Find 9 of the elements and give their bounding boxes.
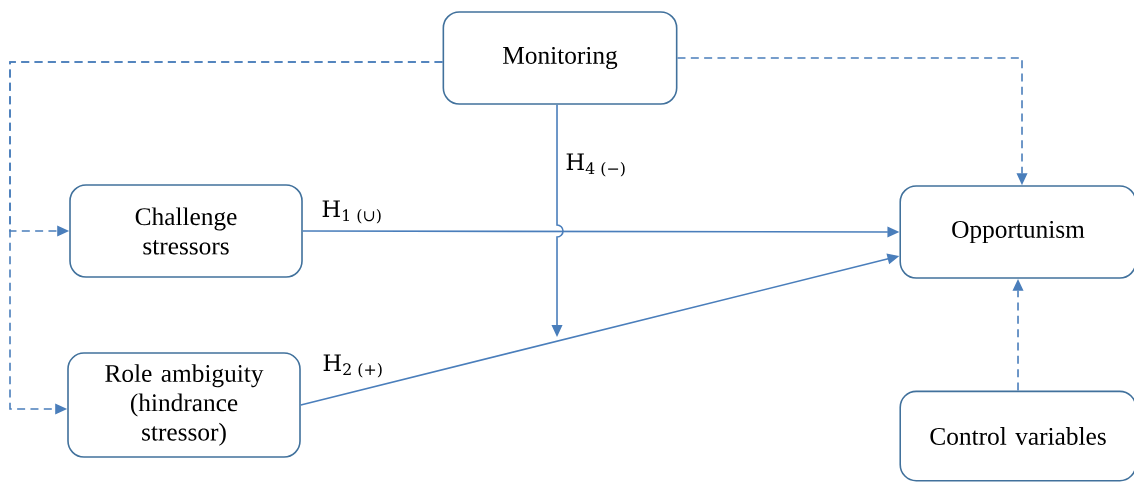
edge-label: H$_{1 (∪)}$ bbox=[320, 199, 384, 225]
rounded-box: Control variables bbox=[899, 390, 1134, 482]
edge-label: H$_{2 (+)}$ bbox=[321, 353, 385, 379]
edge-label: H$_{4 (−)}$ bbox=[564, 152, 628, 178]
rounded-box: Role ambiguity (hindrance stressor) bbox=[67, 352, 301, 458]
rounded-box: Opportunism bbox=[899, 185, 1134, 279]
arrow bbox=[9, 61, 444, 415]
rounded-box: Monitoring bbox=[442, 11, 678, 105]
rounded-box: Challenge stressors bbox=[69, 184, 303, 278]
